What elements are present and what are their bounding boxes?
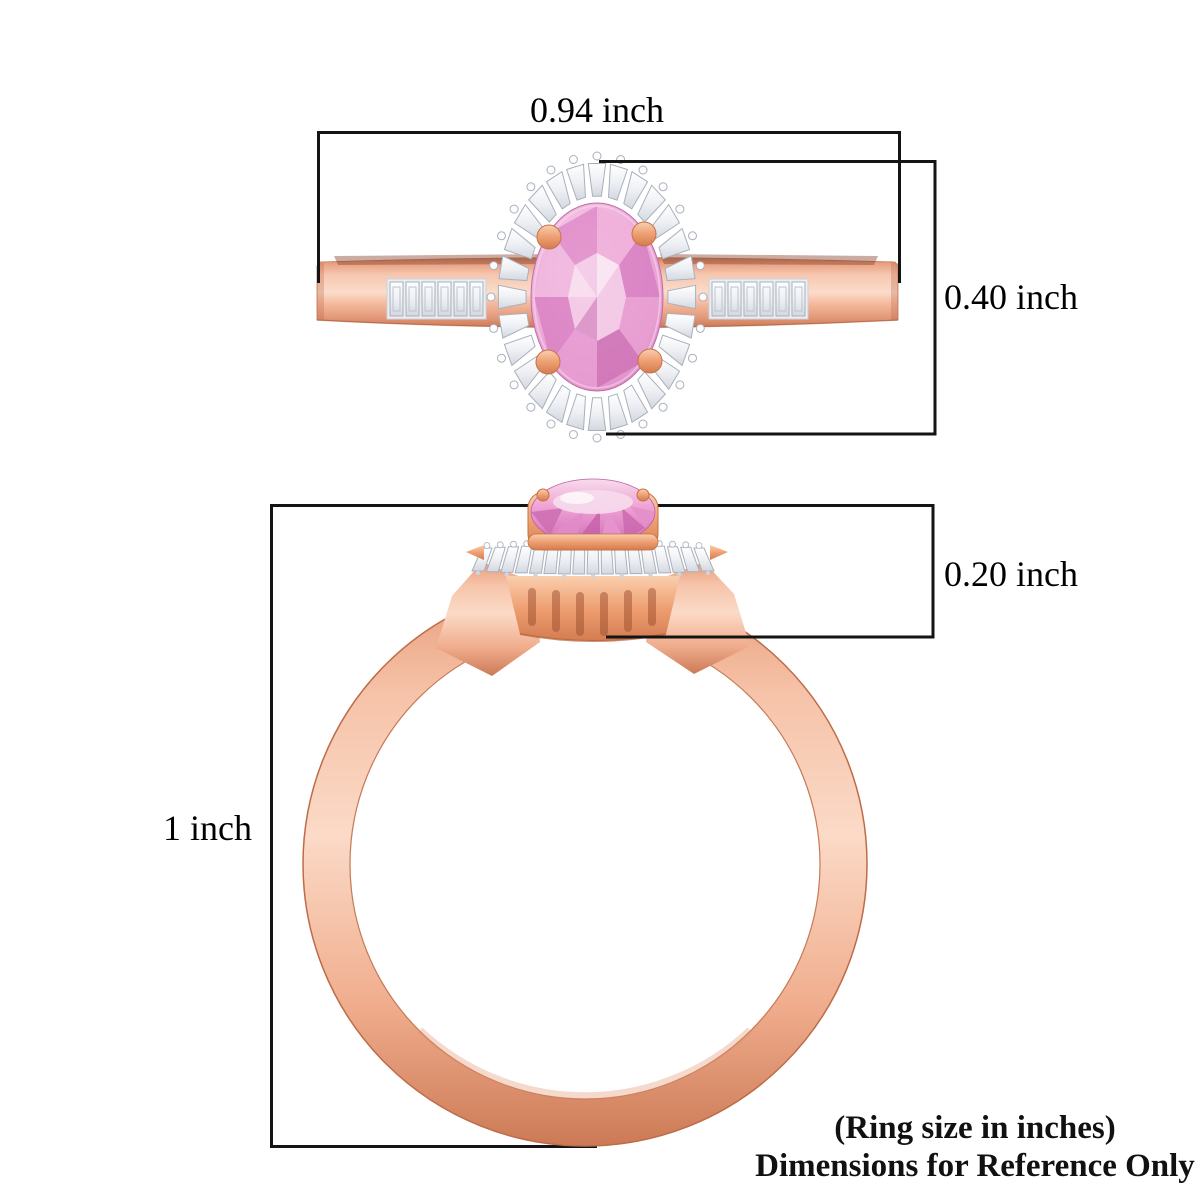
dimension-lines-top-view	[317, 131, 937, 436]
ring-top-view	[316, 151, 899, 443]
band-side-view	[302, 562, 868, 1147]
dimension-label-overall-height: 1 inch	[163, 808, 252, 848]
stone-setting-side-view	[466, 478, 728, 560]
prong-side-left	[536, 488, 550, 502]
shoulder-diamonds-right	[708, 278, 809, 320]
dimension-label-head-height: 0.40 inch	[944, 277, 1078, 317]
prong-side-right	[636, 488, 650, 502]
footer-reference-note: Dimensions for Reference Only	[755, 1148, 1195, 1184]
dimension-label-side-profile: 0.20 inch	[944, 554, 1078, 594]
center-stone-top-view	[530, 202, 664, 392]
dimension-label-top-width: 0.94 inch	[530, 90, 664, 130]
ring-side-view	[302, 478, 868, 1147]
prongs-top-view	[535, 221, 663, 375]
gallery-side-view	[506, 576, 680, 642]
footer-ring-size-note: (Ring size in inches)	[834, 1110, 1116, 1146]
shoulder-diamonds-left	[386, 278, 487, 320]
